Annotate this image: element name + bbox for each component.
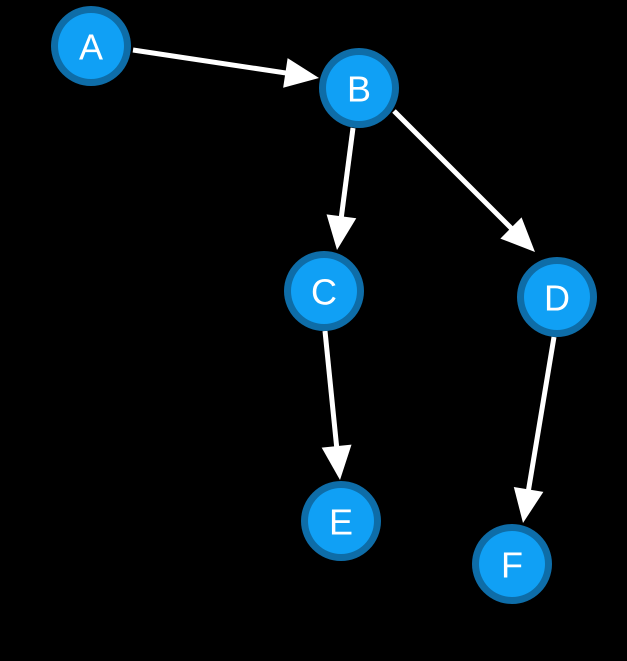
nodes-layer: A B C D E F [51, 6, 597, 604]
edge-arrowhead-B-C [326, 214, 357, 250]
edge-line-D-F [525, 336, 557, 496]
graph-node-d[interactable]: D [517, 257, 597, 337]
graph-node-a[interactable]: A [51, 6, 131, 86]
edge-line-B-C [338, 127, 356, 223]
node-label-e: E [329, 502, 353, 543]
node-fill-e [308, 488, 374, 554]
node-fill-c [291, 258, 357, 324]
graph-node-e[interactable]: E [301, 481, 381, 561]
node-fill-a [58, 13, 124, 79]
node-label-c: C [311, 272, 337, 313]
edge-arrowhead-C-E [321, 444, 352, 480]
edge-arrowhead-B-D [500, 217, 535, 252]
node-label-f: F [501, 545, 523, 586]
edge-line-B-D [392, 109, 517, 234]
node-label-a: A [79, 27, 103, 68]
node-fill-b [326, 55, 392, 121]
edges-layer [132, 47, 557, 523]
edge-line-C-E [322, 330, 340, 453]
node-label-b: B [347, 69, 371, 110]
graph-node-f[interactable]: F [472, 524, 552, 604]
edge-line-A-B [132, 47, 292, 77]
graph-node-c[interactable]: C [284, 251, 364, 331]
node-label-d: D [544, 278, 570, 319]
edge-arrowhead-A-B [283, 58, 319, 88]
node-fill-f [479, 531, 545, 597]
edge-arrowhead-D-F [513, 486, 544, 523]
node-fill-d [524, 264, 590, 330]
graph-node-b[interactable]: B [319, 48, 399, 128]
